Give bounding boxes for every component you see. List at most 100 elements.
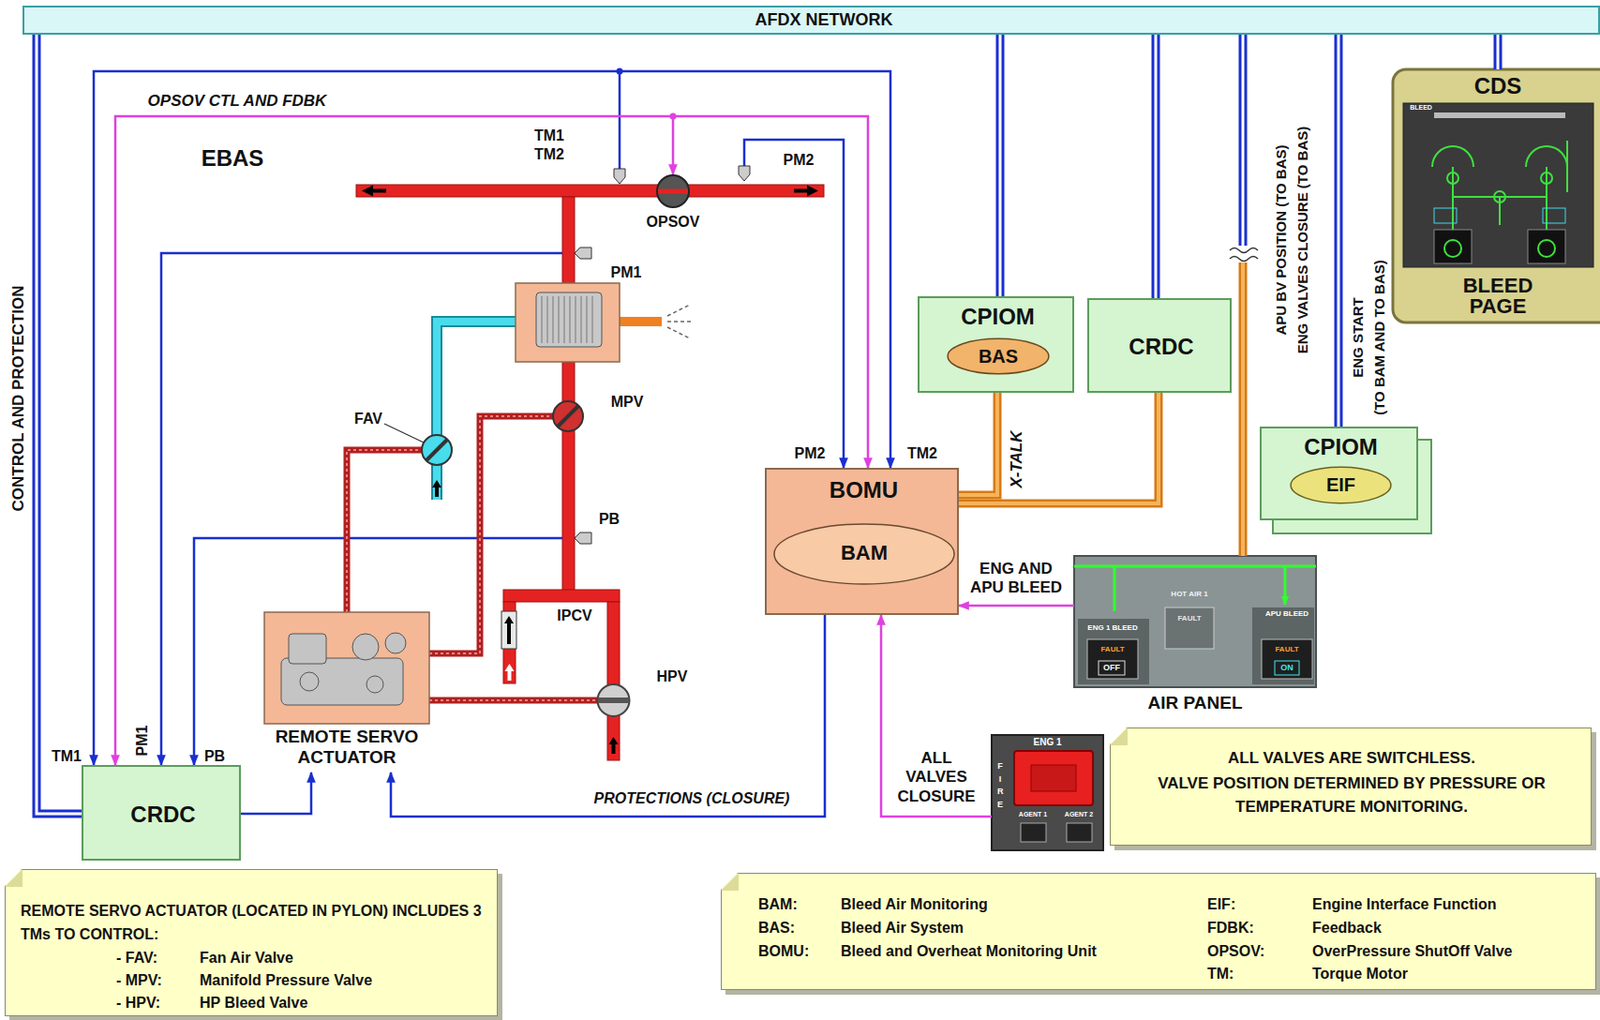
precooler-core [536, 292, 602, 347]
screen-valve [1540, 172, 1553, 184]
ipcv-valve [501, 611, 517, 649]
connector [1497, 34, 1499, 70]
signal-label: OPSOV CTL AND FDBK [148, 91, 328, 111]
node-text: BAM [840, 540, 888, 566]
flow-arrow [432, 479, 442, 497]
wire [672, 116, 868, 468]
ellipse-shape [774, 523, 955, 584]
connector-line [996, 34, 1005, 297]
screen-valve [1447, 172, 1459, 184]
function-ellipse: BAS [946, 337, 1050, 375]
air-panel [1074, 555, 1316, 688]
mechanism-part [352, 633, 379, 660]
pressure-sensor [574, 247, 592, 259]
node-text: BAS: [758, 918, 795, 937]
valve-label: MPV [611, 392, 644, 411]
node-text: CPIOM [1303, 433, 1378, 462]
connector-line [958, 392, 1159, 504]
duct [562, 196, 575, 284]
connector-line [1494, 34, 1503, 70]
node-text: BOMU: [758, 942, 809, 960]
fan-air-pipe [436, 321, 516, 500]
cds-panel [1392, 69, 1600, 323]
fan-air-pipe [436, 321, 516, 500]
flow-arrow [504, 615, 514, 644]
wire [672, 116, 675, 175]
valve-label: IPCV [556, 606, 592, 625]
opsov-valve [657, 175, 689, 208]
node-text: - HPV: [116, 993, 161, 1012]
push-button [1087, 639, 1138, 679]
button-legend: FAULT [1274, 644, 1299, 655]
connector-label: CONTROL AND PROTECTION [9, 285, 29, 512]
node-text: BLEED PAGE [1432, 275, 1564, 317]
fire-handle [1014, 750, 1093, 806]
connector-label: X-TALK [1007, 430, 1027, 488]
fire-panel: ENG 1 [991, 734, 1104, 851]
button-legend: ON [1280, 662, 1294, 673]
signal-label: PM1 [133, 725, 151, 757]
fire-panel [991, 734, 1104, 851]
node-text: - FAV: [116, 948, 158, 967]
node-text: AIR PANEL [1148, 692, 1243, 715]
mechanism-part [385, 632, 406, 654]
button-caption: AGENT 1 [1018, 810, 1047, 819]
node-text: ALL VALVES ARE SWITCHLESS. [1227, 748, 1476, 768]
connector-line [36, 34, 82, 814]
connector-line [240, 772, 312, 814]
sensor-wires [93, 71, 891, 765]
junction-dot [670, 113, 677, 120]
duct [356, 184, 824, 197]
screen-engine-symbol [1444, 239, 1462, 257]
node-text: TM: [1207, 964, 1234, 983]
button-caption: APU BLEED [1265, 609, 1309, 619]
agent-button [1066, 822, 1092, 842]
flow-arrow [609, 736, 619, 754]
node-text: - MPV: [116, 971, 163, 989]
node-text: ENG 1 [1032, 736, 1062, 748]
push-button [1165, 607, 1214, 649]
mechanism-part [281, 657, 404, 705]
screen-box [1434, 208, 1457, 224]
connector-label: ENG AND APU BLEED [967, 559, 1066, 599]
connector-line [958, 604, 1075, 608]
node-text: EIF [1326, 473, 1356, 496]
screen-valve [1494, 191, 1506, 203]
line-break-symbol [1229, 245, 1258, 263]
flow-arrow [793, 185, 819, 197]
exhaust-spray [667, 304, 693, 339]
note-box: REMOTE SERVO ACTUATOR (LOCATED IN PYLON)… [4, 868, 498, 1017]
node-text: VALVE POSITION DETERMINED BY PRESSURE OR… [1140, 772, 1563, 819]
node-text: AFDX NETWORK [755, 10, 894, 31]
signal-label: TM2 [907, 444, 938, 463]
signal-label: TM1 [51, 747, 82, 765]
valve-bar [657, 189, 688, 195]
node-text: BOMU [829, 477, 898, 505]
screen-engine [1434, 229, 1472, 264]
sensor-label: PM1 [611, 263, 643, 282]
leader-line [384, 423, 424, 443]
connector-line [1239, 34, 1248, 255]
node-text: REMOTE SERVO ACTUATOR [264, 726, 430, 768]
node-text: Manifold Pressure Valve [199, 971, 373, 989]
node-text: Bleed and Overheat Monitoring Unit [840, 942, 1097, 960]
wire [618, 71, 622, 170]
button-caption: ENG 1 BLEED [1087, 623, 1137, 633]
mechanism-part [366, 675, 384, 693]
button-caption: HOT AIR 1 [1170, 589, 1208, 599]
node-text: BAM: [758, 895, 798, 913]
valve-bar [426, 439, 448, 461]
connector-label: PROTECTIONS (CLOSURE) [594, 789, 791, 808]
pressure-sensor [574, 532, 592, 544]
wire [619, 71, 891, 468]
signal-label: ENG VALVES CLOSURE (TO BAS) [1294, 126, 1312, 355]
mechanism-part [288, 633, 327, 664]
torque-sensor [613, 168, 626, 184]
connector-line [390, 614, 825, 817]
servo-actuator-box [264, 612, 430, 724]
node-text: FDBK: [1207, 918, 1255, 937]
agent-button [1020, 822, 1047, 842]
pressure-sensor [738, 165, 750, 181]
node-text: Bleed Air System [840, 918, 964, 937]
